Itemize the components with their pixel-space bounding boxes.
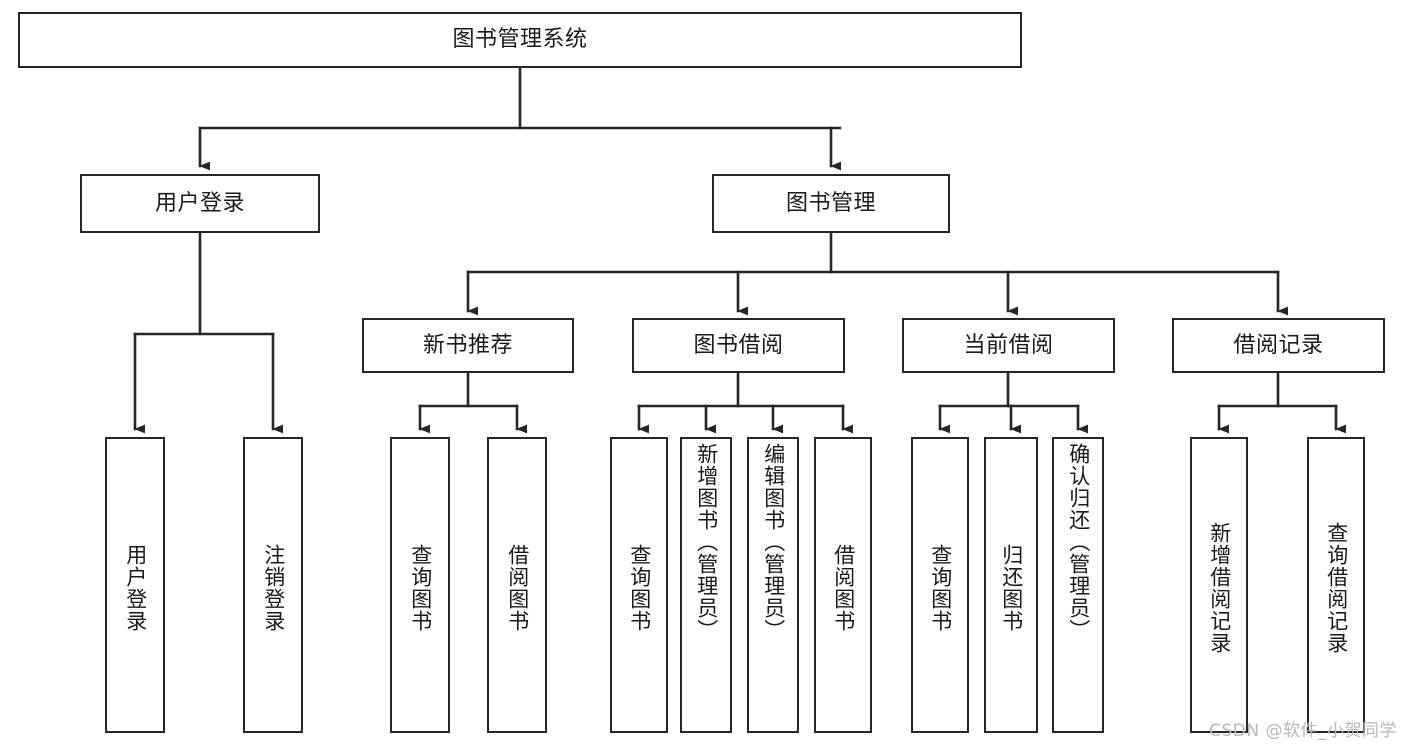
node-leaf-borrow-book-rec[interactable]: 借阅图书 xyxy=(487,437,547,733)
node-leaf-return-book[interactable]: 归还图书 xyxy=(984,437,1038,733)
node-leaf-query-borrow-record[interactable]: 查询借阅记录 xyxy=(1307,437,1365,733)
node-leaf-add-borrow-record-label: 新增借阅记录 xyxy=(1207,522,1232,654)
watermark-text: CSDN @软件_小贺同学 xyxy=(1209,721,1397,741)
node-root[interactable]: 图书管理系统 xyxy=(18,12,1022,68)
node-leaf-query-book-borrow[interactable]: 查询图书 xyxy=(610,437,668,733)
node-leaf-query-book-rec[interactable]: 查询图书 xyxy=(390,437,450,733)
node-book-borrow[interactable]: 图书借阅 xyxy=(632,318,845,373)
node-leaf-borrow-book-label: 借阅图书 xyxy=(831,544,856,632)
node-leaf-add-book-admin-label: 新增图书（管理员） xyxy=(694,443,719,641)
node-current-borrow[interactable]: 当前借阅 xyxy=(902,318,1115,373)
node-leaf-return-book-label: 归还图书 xyxy=(999,544,1024,632)
node-leaf-borrow-book-rec-label: 借阅图书 xyxy=(505,544,530,632)
node-borrow-record[interactable]: 借阅记录 xyxy=(1172,318,1385,373)
node-leaf-query-book-borrow-label: 查询图书 xyxy=(627,544,652,632)
node-root-label: 图书管理系统 xyxy=(452,27,588,53)
node-leaf-confirm-return-admin[interactable]: 确认归还（管理员） xyxy=(1052,437,1104,733)
node-book-manage-label: 图书管理 xyxy=(785,190,876,216)
node-leaf-add-book-admin[interactable]: 新增图书（管理员） xyxy=(680,437,732,733)
node-leaf-edit-book-admin[interactable]: 编辑图书（管理员） xyxy=(747,437,799,733)
node-user-login[interactable]: 用户登录 xyxy=(80,174,320,233)
node-leaf-query-borrow-record-label: 查询借阅记录 xyxy=(1324,522,1349,654)
node-current-borrow-label: 当前借阅 xyxy=(963,332,1054,358)
node-leaf-user-login[interactable]: 用户登录 xyxy=(105,437,165,733)
node-leaf-query-book-rec-label: 查询图书 xyxy=(408,544,433,632)
node-leaf-confirm-return-admin-label: 确认归还（管理员） xyxy=(1066,443,1091,641)
node-book-borrow-label: 图书借阅 xyxy=(693,332,784,358)
node-leaf-logout-label: 注销登录 xyxy=(261,544,286,632)
node-leaf-logout[interactable]: 注销登录 xyxy=(243,437,303,733)
node-leaf-query-book-cur[interactable]: 查询图书 xyxy=(911,437,969,733)
node-book-manage[interactable]: 图书管理 xyxy=(712,174,950,233)
node-new-book-recommend-label: 新书推荐 xyxy=(422,332,513,358)
node-leaf-query-book-cur-label: 查询图书 xyxy=(928,544,953,632)
node-leaf-add-borrow-record[interactable]: 新增借阅记录 xyxy=(1190,437,1248,733)
node-leaf-borrow-book[interactable]: 借阅图书 xyxy=(814,437,872,733)
node-user-login-label: 用户登录 xyxy=(154,190,245,216)
node-leaf-user-login-label: 用户登录 xyxy=(123,544,148,632)
node-new-book-recommend[interactable]: 新书推荐 xyxy=(362,318,574,373)
node-leaf-edit-book-admin-label: 编辑图书（管理员） xyxy=(761,443,786,641)
node-borrow-record-label: 借阅记录 xyxy=(1233,332,1324,358)
